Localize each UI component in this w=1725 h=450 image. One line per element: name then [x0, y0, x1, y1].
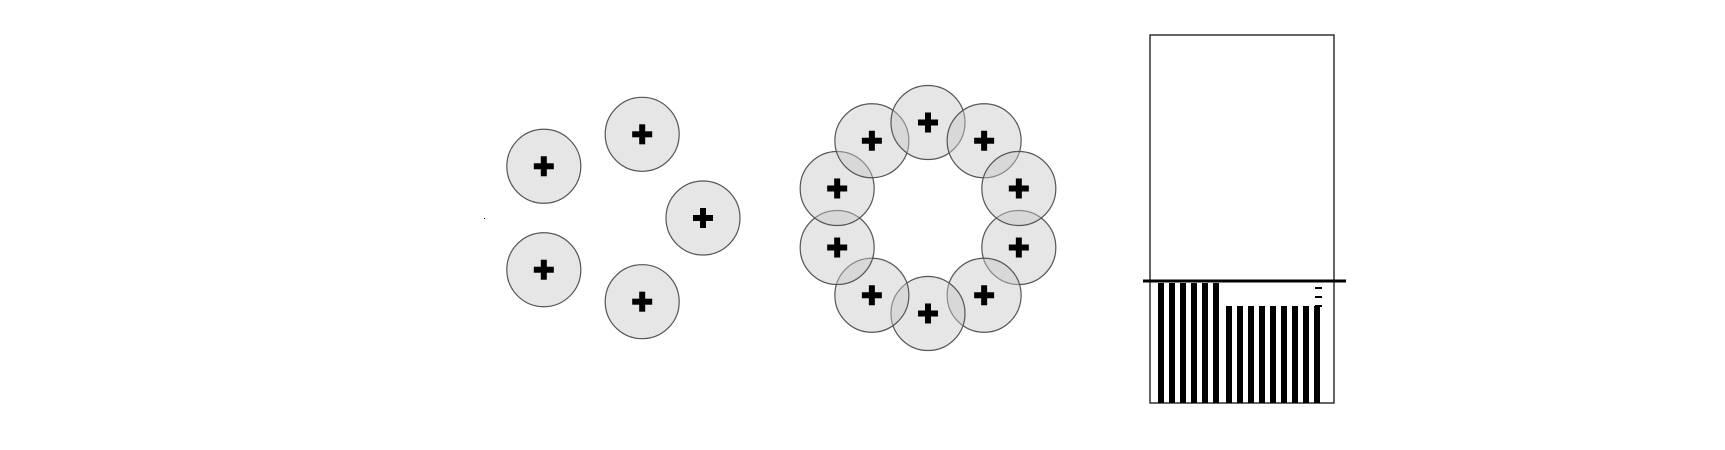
plus-icon: [861, 285, 882, 306]
bar-short: [1292, 306, 1298, 403]
scale-tick: [1315, 305, 1322, 307]
bar-short: [1303, 306, 1309, 403]
bar-tall: [1169, 283, 1175, 403]
plus-icon-vertical: [925, 112, 931, 133]
plus-icon-vertical: [700, 208, 706, 228]
scale-tick: [1315, 296, 1322, 298]
plus-icon-vertical: [925, 303, 931, 324]
panel-right-container: [1143, 34, 1346, 404]
plus-icon-vertical: [868, 285, 875, 306]
panel-middle-ring: [799, 84, 1057, 352]
plus-icon-vertical: [1015, 237, 1022, 258]
plus-icon: [974, 130, 995, 151]
plus-icon-vertical: [981, 285, 988, 306]
plus-icon: [1008, 178, 1029, 199]
plus-icon: [827, 178, 848, 199]
scale-ticks: [1315, 287, 1322, 307]
bar-short: [1281, 306, 1287, 403]
bar-short: [1248, 306, 1254, 403]
plus-icon-vertical: [639, 291, 646, 312]
plus-icon: [533, 259, 554, 280]
plus-icon-vertical: [540, 156, 547, 177]
plus-icon: [861, 130, 882, 151]
bar-short: [1314, 306, 1320, 403]
plus-icon-vertical: [1015, 178, 1022, 199]
plus-icon-vertical: [639, 124, 646, 145]
plus-icon: [693, 208, 713, 228]
plus-icon: [533, 156, 554, 177]
plus-icon: [1008, 237, 1029, 258]
bar-tall: [1191, 283, 1197, 403]
bar-tall: [1202, 283, 1208, 403]
plus-icon: [827, 237, 848, 258]
panel-left-circles: [506, 96, 741, 340]
plus-icon-vertical: [981, 130, 988, 151]
scale-tick: [1315, 287, 1322, 289]
plus-icon: [974, 285, 995, 306]
plus-icon-vertical: [868, 130, 875, 151]
stray-dot: [484, 218, 485, 219]
plus-icon-vertical: [834, 178, 841, 199]
plus-icon-vertical: [834, 237, 841, 258]
bar-short: [1270, 306, 1276, 403]
bar-short: [1226, 306, 1232, 403]
bar-group: [1158, 283, 1320, 403]
plus-icon: [918, 303, 938, 324]
plus-icon: [632, 291, 653, 312]
plus-icon: [918, 112, 938, 133]
plus-icon-vertical: [540, 259, 547, 280]
bar-tall: [1180, 283, 1186, 403]
bar-short: [1259, 306, 1265, 403]
bar-short: [1237, 306, 1243, 403]
plus-icon: [632, 124, 653, 145]
bar-tall: [1158, 283, 1164, 403]
bar-tall: [1213, 283, 1219, 403]
